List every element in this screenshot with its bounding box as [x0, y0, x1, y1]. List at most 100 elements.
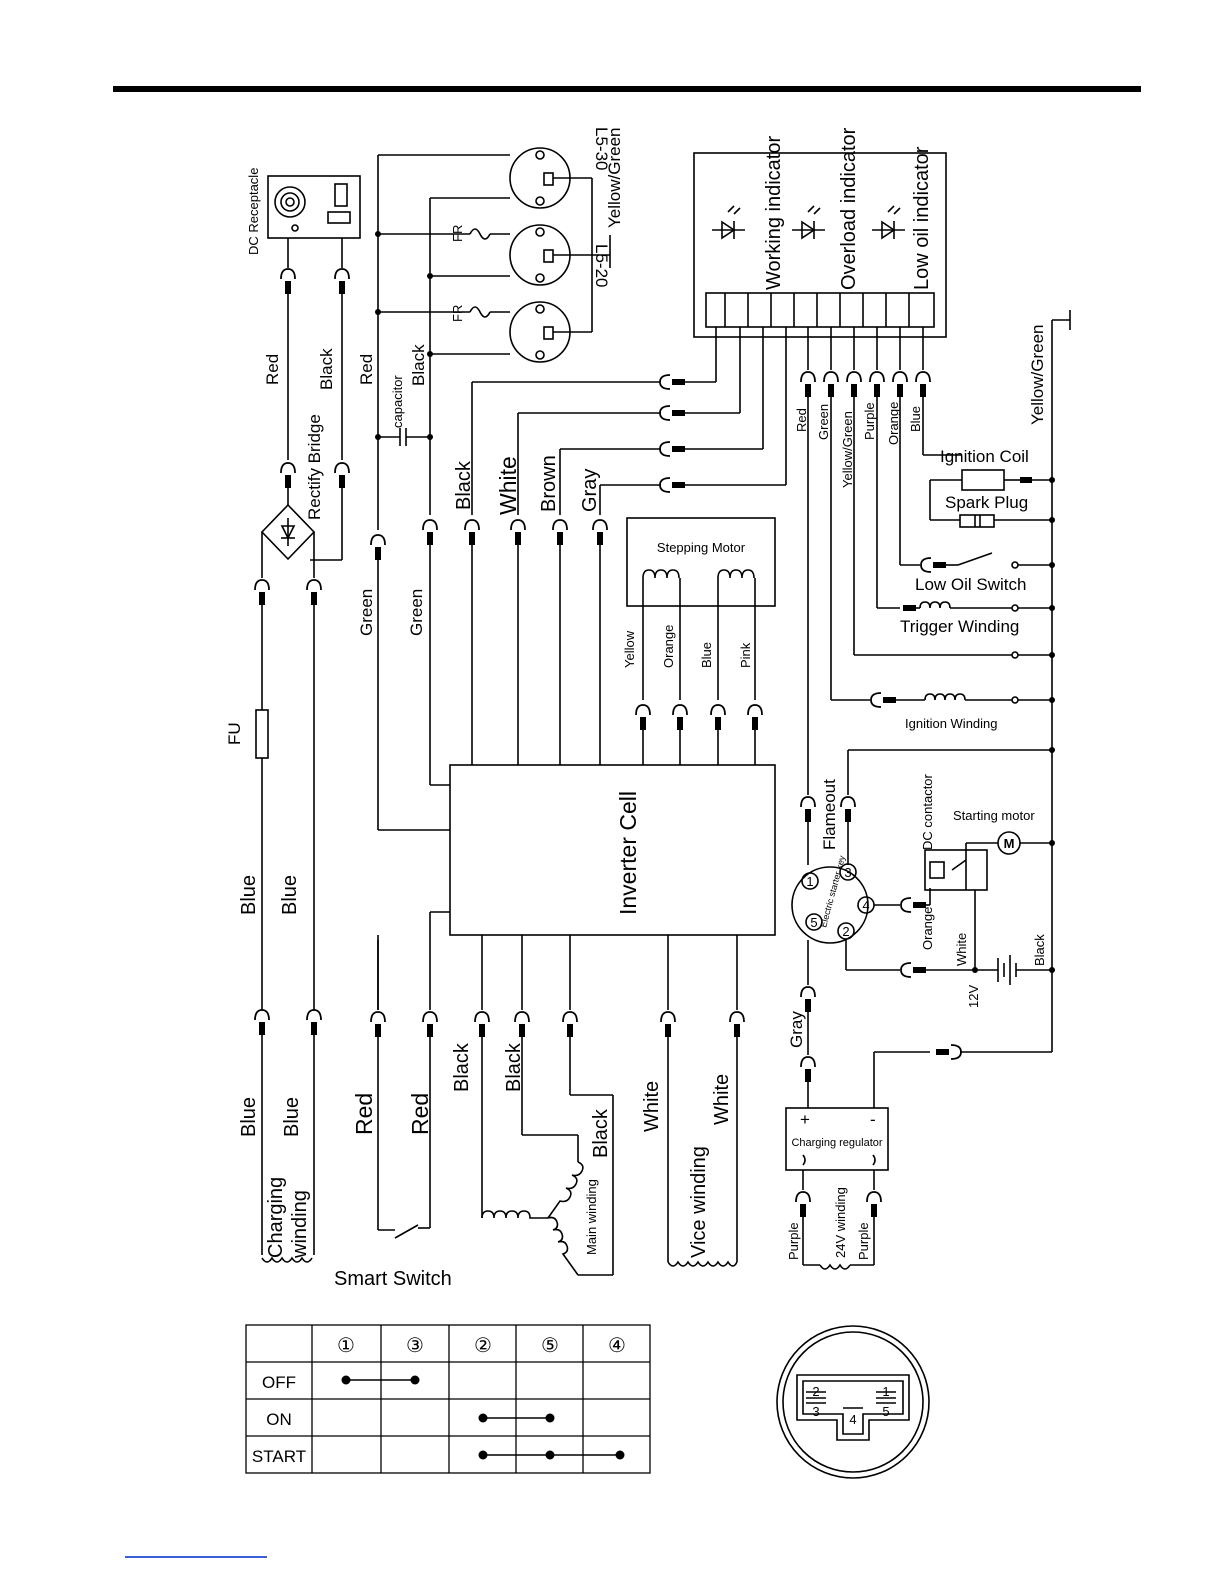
low-oil-indicator-label: Low oil indicator [911, 146, 933, 290]
charging-winding-coil [261, 1256, 313, 1263]
indicator-wires-right: Red Green Yellow/Green Purple Orange Blu… [794, 327, 1012, 795]
charging-winding-label-2: winding [289, 1190, 311, 1259]
key-pin-2: 2 [842, 924, 849, 939]
label-blue-2: Blue [279, 875, 301, 915]
label-white-2: White [641, 1081, 663, 1132]
table-row-start: START [252, 1447, 306, 1466]
table-col-4: ④ [608, 1335, 626, 1357]
connector-pin-5: 5 [882, 1404, 889, 1419]
low-oil-led-icon [872, 205, 905, 240]
label-black-3: Black [453, 460, 475, 510]
connector-pin-2: 2 [812, 1384, 819, 1399]
regulator-plus: + [800, 1110, 810, 1129]
label-blue-1: Blue [238, 875, 260, 915]
label-green-2: Green [407, 589, 426, 636]
smart-switch-label: Smart Switch [334, 1268, 452, 1290]
inverter-bottom-wires: Red Red Smart Switch Black Black Black M… [334, 911, 745, 1290]
bottom-link-underline [125, 1556, 267, 1558]
working-indicator-label: Working indicator [763, 136, 785, 290]
label-purple-1: Purple [786, 1222, 801, 1260]
label-red-2: Red [357, 354, 376, 385]
stepping-motor-label: Stepping Motor [657, 540, 746, 555]
label-purple-2: Purple [856, 1222, 871, 1260]
indicator-panel: Working indicator Overload indicator Low… [693, 127, 947, 338]
label-black-6: Black [590, 1108, 612, 1158]
table-row-on: ON [266, 1410, 292, 1429]
label-pink: Pink [738, 642, 753, 668]
fr-label-2: FR [450, 305, 465, 322]
ignition-coil-label: Ignition Coil [940, 447, 1029, 466]
label-red-4: Red [407, 1093, 433, 1135]
overload-led-icon [792, 205, 825, 240]
electric-starter-key: Flameout 1 3 4 2 5 Electric starter key … [787, 747, 1055, 1108]
label-brown: Brown [538, 455, 560, 512]
capacitor-label: capacitor [390, 375, 405, 428]
connector-pin-3: 3 [812, 1404, 819, 1419]
vice-winding-label: Vice winding [688, 1146, 710, 1258]
charging-regulator: + - Charging regulator Purple 24V windin… [785, 1044, 1052, 1270]
motor-symbol: M [1004, 836, 1015, 851]
fr-label-1: FR [450, 225, 465, 242]
outlets: L5-30 L5-20 Yellow/Green FR FR [357, 127, 624, 831]
connector-pin-1: 1 [882, 1384, 889, 1399]
table-col-5: ⑤ [541, 1335, 559, 1357]
label-red-3: Red [351, 1093, 377, 1135]
label-purple-ind: Purple [862, 402, 877, 440]
rectify-bridge-label: Rectify Bridge [305, 414, 324, 520]
label-blue-4: Blue [281, 1097, 303, 1137]
dc-receptacle: DC Receptacle [246, 168, 361, 255]
label-orange-ind: Orange [886, 402, 901, 445]
key-connector-face: 2 3 4 1 5 [776, 1325, 930, 1479]
label-white-1: White [495, 456, 521, 515]
inverter-cell: Inverter Cell [449, 764, 776, 936]
battery-12v-label: 12V [966, 985, 981, 1008]
starting-motor-label: Starting motor [953, 808, 1035, 823]
stepping-motor: Stepping Motor Yellow Orange Blue Pink [622, 517, 776, 765]
table-col-2: ② [474, 1335, 492, 1357]
working-led-icon [712, 205, 745, 240]
overload-indicator-label: Overload indicator [838, 127, 860, 290]
table-col-3: ③ [406, 1335, 424, 1357]
ignition-winding-label: Ignition Winding [905, 716, 998, 731]
label-white-3: White [711, 1074, 733, 1125]
charging-winding-label-1: Charging [265, 1177, 287, 1258]
flameout-label: Flameout [820, 779, 839, 850]
l5-20-label: L5-20 [592, 244, 611, 287]
spark-plug-label: Spark Plug [945, 493, 1028, 512]
l5-30-label: L5-30 [592, 127, 611, 170]
indicator-wires-left: Black White Brown Gray [453, 327, 787, 765]
label-black-5: Black [503, 1042, 525, 1092]
key-pin-5: 5 [810, 915, 817, 930]
regulator-minus: - [870, 1110, 876, 1129]
label-yellow-green-right: Yellow/Green [1028, 325, 1047, 426]
label-black-2: Black [409, 344, 428, 386]
trigger-winding-label: Trigger Winding [900, 617, 1019, 636]
table-row-off: OFF [262, 1373, 296, 1392]
label-24v-winding: 24V winding [833, 1187, 848, 1258]
label-orange-2: Orange [920, 907, 935, 950]
key-pin-4: 4 [862, 898, 869, 913]
table-col-1: ① [337, 1335, 355, 1357]
charging-regulator-label: Charging regulator [791, 1137, 882, 1149]
fuse-label: FU [225, 722, 244, 745]
label-gray-2: Gray [787, 1011, 806, 1048]
label-white-key: White [954, 933, 969, 966]
dc-receptacle-label: DC Receptacle [246, 168, 261, 255]
electric-starter-key-label: Electric starter key [818, 854, 847, 929]
key-pin-3: 3 [844, 865, 851, 880]
fuse [255, 709, 269, 759]
label-yellow-green-ind: Yellow/Green [840, 411, 855, 488]
label-blue-sm: Blue [699, 642, 714, 668]
label-red-1: Red [263, 354, 282, 385]
label-yellow-green-top: Yellow/Green [605, 128, 624, 229]
ignition-components: Yellow/Green Ignition Coil Spark Plug Lo… [870, 310, 1071, 1052]
charging-lines: FU Blue Blue Blue Blue Charging winding [225, 600, 322, 1263]
label-black-batt: Black [1032, 934, 1047, 966]
key-pin-1: 1 [806, 874, 813, 889]
rectify-bridge: Rectify Bridge [254, 414, 324, 606]
main-winding-label: Main winding [584, 1179, 599, 1255]
label-orange-1: Orange [661, 625, 676, 668]
low-oil-switch-label: Low Oil Switch [915, 575, 1026, 594]
label-green-1: Green [357, 589, 376, 636]
